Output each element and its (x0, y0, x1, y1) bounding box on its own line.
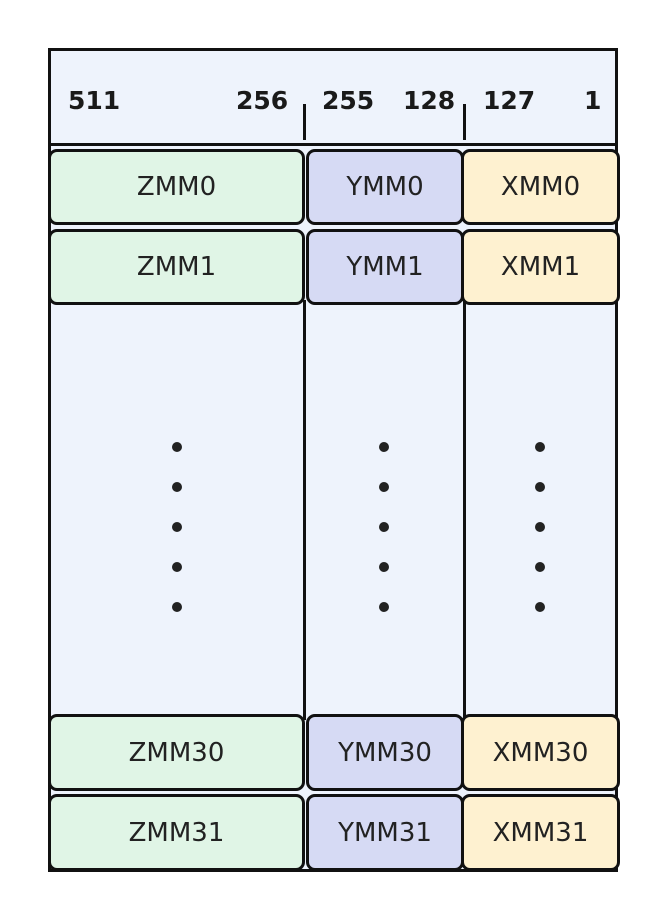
ellipsis-dot (172, 482, 182, 492)
register-ymm31: YMM31 (306, 794, 464, 871)
ellipsis-dot (379, 522, 389, 532)
bit-label-1: 1 (584, 86, 602, 115)
ellipsis-dot (535, 562, 545, 572)
boundary-tick-128-127 (463, 104, 466, 140)
ellipsis-dot (172, 562, 182, 572)
register-ymm30: YMM30 (306, 714, 464, 791)
ellipsis-dot (379, 562, 389, 572)
bit-label-256: 256 (236, 86, 289, 115)
ellipsis-dot (379, 602, 389, 612)
bit-label-511: 511 (68, 86, 121, 115)
register-xmm31: XMM31 (461, 794, 620, 871)
register-zmm1: ZMM1 (48, 229, 305, 305)
ellipsis-dot (379, 482, 389, 492)
ellipsis-dot (172, 442, 182, 452)
register-zmm0: ZMM0 (48, 149, 305, 225)
register-zmm30: ZMM30 (48, 714, 305, 791)
register-xmm30: XMM30 (461, 714, 620, 791)
column-divider-ymm-xmm (463, 300, 466, 720)
ellipsis-dot (535, 522, 545, 532)
header-separator (48, 143, 618, 146)
column-divider-zmm-ymm (303, 300, 306, 720)
bit-label-128: 128 (403, 86, 456, 115)
ellipsis-dot (535, 442, 545, 452)
register-zmm31: ZMM31 (48, 794, 305, 871)
bit-label-255: 255 (322, 86, 375, 115)
register-ymm0: YMM0 (306, 149, 464, 225)
ellipsis-dot (535, 602, 545, 612)
register-xmm1: XMM1 (461, 229, 620, 305)
bit-label-127: 127 (483, 86, 536, 115)
register-xmm0: XMM0 (461, 149, 620, 225)
ellipsis-dot (535, 482, 545, 492)
boundary-tick-256-255 (303, 104, 306, 140)
ellipsis-dot (379, 442, 389, 452)
ellipsis-dot (172, 522, 182, 532)
register-ymm1: YMM1 (306, 229, 464, 305)
ellipsis-dot (172, 602, 182, 612)
